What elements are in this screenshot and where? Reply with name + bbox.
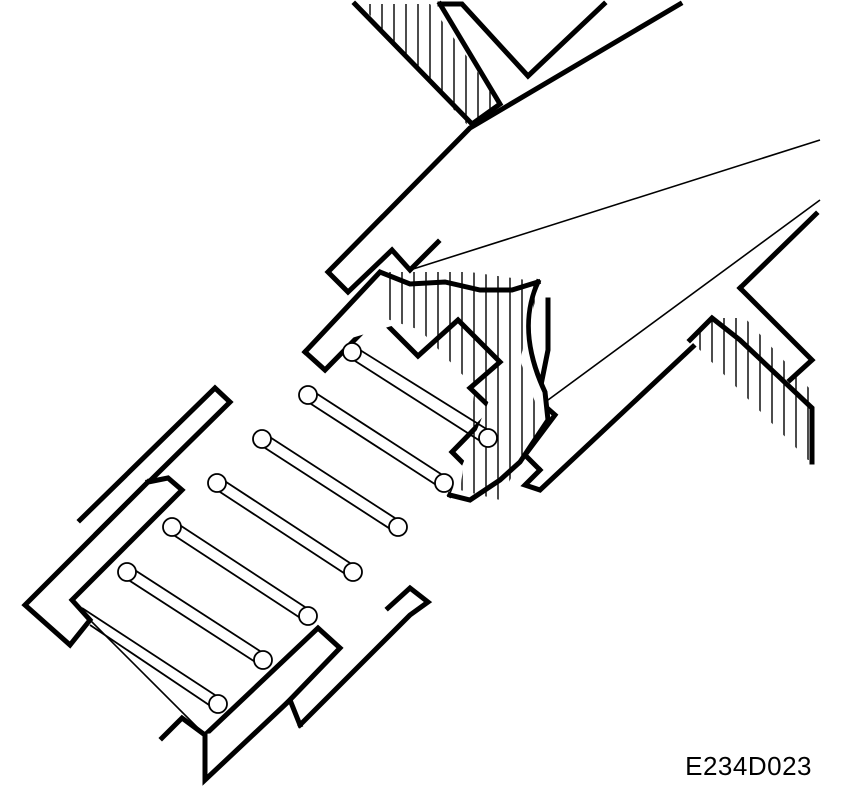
valve-seat: [301, 269, 551, 503]
upper-housing: [351, 0, 608, 128]
figure-code-label: E234D023: [685, 751, 812, 781]
right-housing: [686, 210, 820, 465]
spring-coil: [207, 473, 363, 582]
plunger-shaft: [324, 0, 821, 493]
spring-coils: [81, 342, 498, 714]
spring-coil: [342, 342, 498, 448]
spring-coil: [117, 562, 273, 670]
spring-retainer: [21, 384, 433, 786]
spring-coil: [298, 385, 454, 493]
spring-coil: [252, 429, 408, 537]
spring-coil: [162, 517, 318, 626]
spring-coil: [81, 607, 228, 714]
